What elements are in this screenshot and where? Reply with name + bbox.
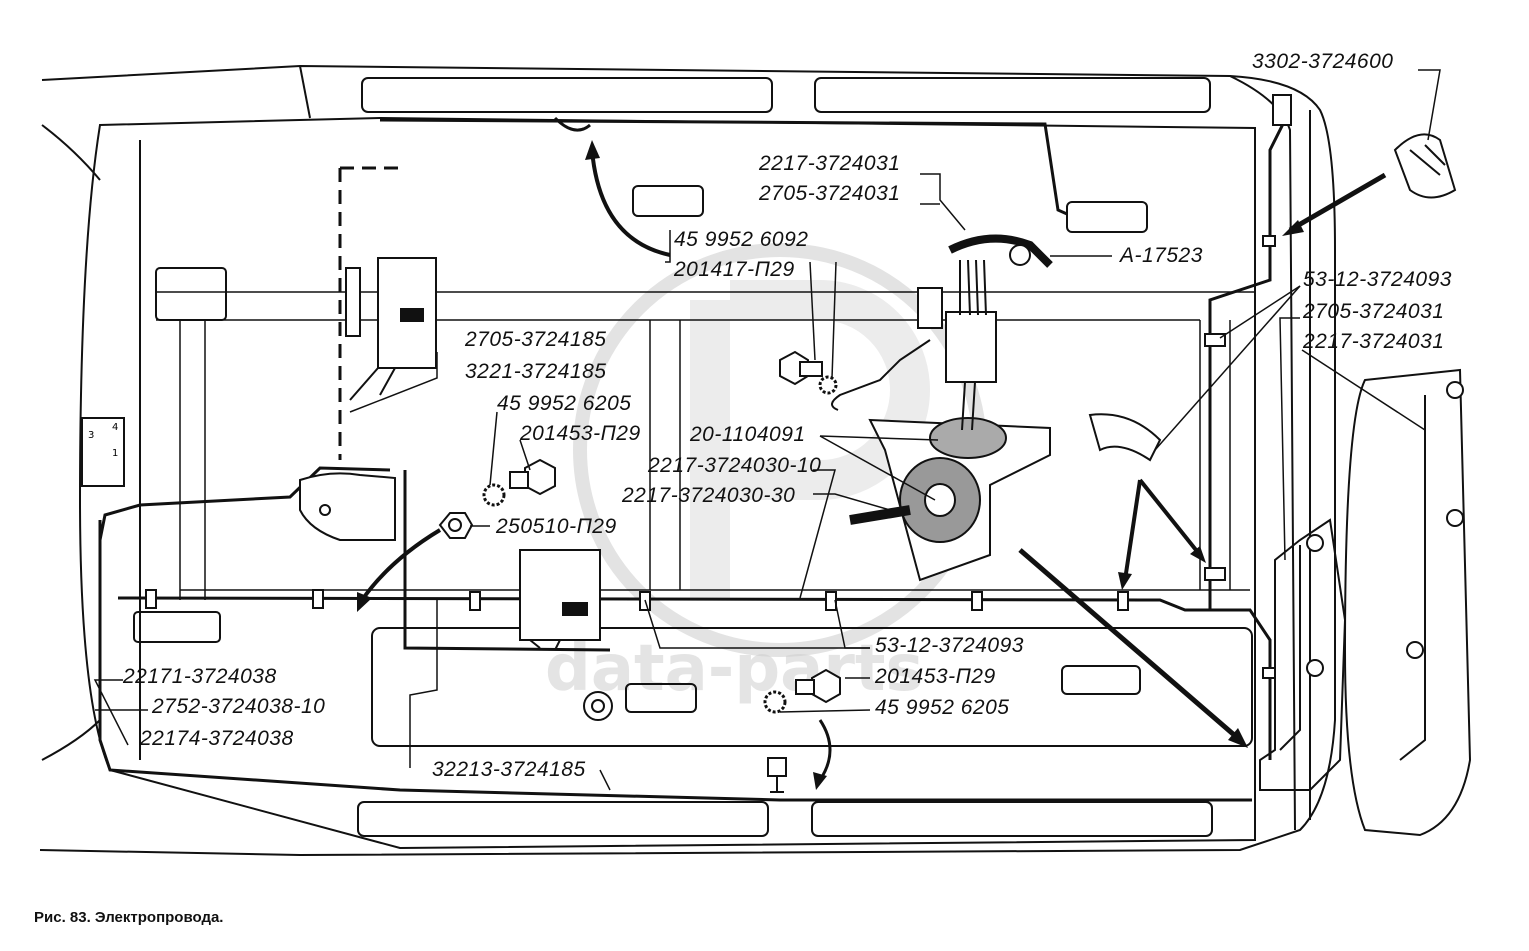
- bolt-201453-lower: [763, 668, 841, 714]
- callout-labels: 3302-3724600 2217-3724031 2705-3724031 4…: [122, 50, 1452, 781]
- connector-3302: [1272, 94, 1457, 199]
- figure-caption: Рис. 83. Электропровода.: [34, 909, 224, 926]
- label-2217-3724030-30: 2217-3724030-30: [621, 484, 795, 507]
- label-201453-p29-lower: 201453-П29: [874, 665, 996, 688]
- label-2752-3724038-10: 2752-3724038-10: [151, 695, 325, 718]
- label-2217-3724030-10: 2217-3724030-10: [647, 454, 821, 477]
- label-32213-3724185: 32213-3724185: [432, 758, 586, 781]
- watermark-text: data-parts: [545, 632, 924, 706]
- label-3302-3724600: 3302-3724600: [1252, 50, 1393, 73]
- callout-arrows: [357, 140, 1387, 790]
- pin-label: 1: [112, 448, 118, 459]
- tail-lamp-right: [1259, 368, 1472, 837]
- label-45-9952-6205-upper: 45 9952 6205: [497, 392, 631, 415]
- label-2705-3724031-top: 2705-3724031: [758, 182, 900, 205]
- label-2217-3724031-right: 2217-3724031: [1302, 330, 1444, 353]
- label-45-9952-6092: 45 9952 6092: [674, 228, 808, 251]
- nut-250510: [438, 512, 474, 539]
- label-45-9952-6205-lower: 45 9952 6205: [875, 696, 1009, 719]
- label-22174-3724038: 22174-3724038: [139, 727, 294, 750]
- bolt-201417: [779, 350, 838, 395]
- lamp-lower: [767, 757, 787, 793]
- grommet-round: [583, 691, 613, 721]
- watermark: data-parts: [545, 243, 987, 706]
- junction-block-left: [345, 257, 437, 401]
- label-201453-p29-upper: 201453-П29: [519, 422, 641, 445]
- label-250510-p29: 250510-П29: [495, 515, 617, 538]
- rear-connector: 3 4 1: [81, 417, 125, 487]
- leader-lines: [93, 69, 1441, 791]
- label-2705-3724185: 2705-3724185: [464, 328, 606, 351]
- lamp-housing: [299, 472, 396, 541]
- label-20-1104091: 20-1104091: [689, 423, 806, 446]
- junction-block-middle: [519, 549, 601, 651]
- label-a-17523: A-17523: [1118, 244, 1203, 267]
- label-53-12-3724093-top: 53-12-3724093: [1303, 268, 1452, 291]
- wiring-harness: [98, 109, 1292, 802]
- label-53-12-3724093-bottom: 53-12-3724093: [875, 634, 1024, 657]
- label-3221-3724185: 3221-3724185: [465, 360, 606, 383]
- pin-label: 3: [88, 430, 94, 441]
- label-201417-p29: 201417-П29: [673, 258, 795, 281]
- label-22171-3724038: 22171-3724038: [122, 665, 277, 688]
- label-2705-3724031-right: 2705-3724031: [1302, 300, 1444, 323]
- pin-label: 4: [112, 422, 118, 433]
- seat-panels: [133, 77, 1253, 837]
- bolt-201453-upper: [482, 458, 556, 507]
- label-2217-3724031-top: 2217-3724031: [758, 152, 900, 175]
- grommet-detail: [831, 234, 1162, 582]
